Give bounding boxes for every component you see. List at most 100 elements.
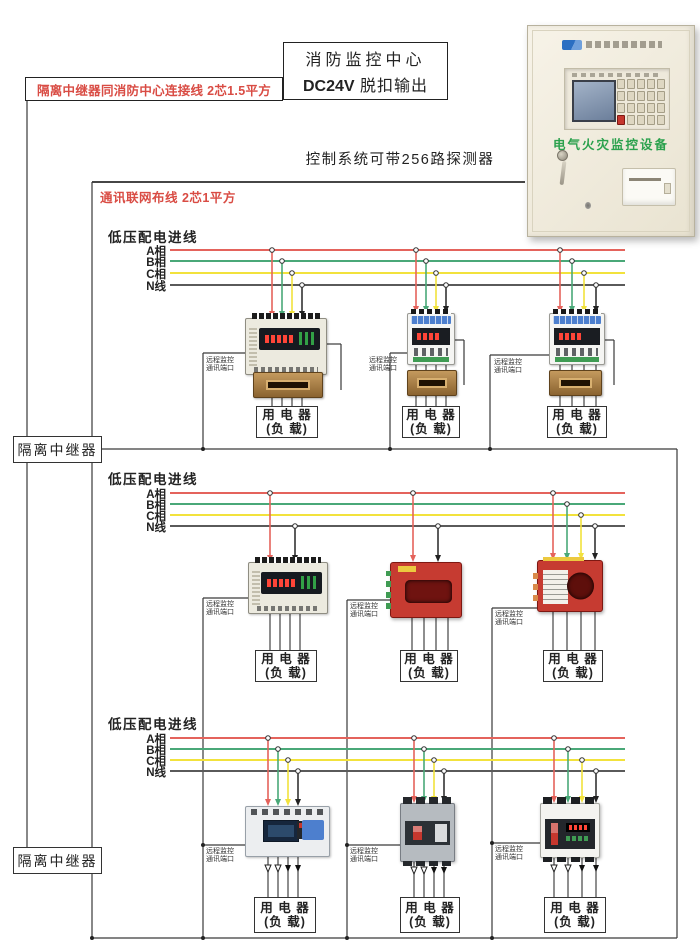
bottom-terminals	[256, 606, 320, 611]
load-box: 用 电 器(负 载)	[400, 897, 460, 933]
device-display	[261, 572, 322, 594]
bus3-phase-b: B相	[146, 745, 166, 757]
network-note: 通讯联网布线 2芯1平方	[100, 191, 236, 205]
terminal-strip	[255, 557, 321, 563]
comm-port-label: 远程监控通讯端口	[350, 603, 378, 618]
comm-port-label: 远程监控通讯端口	[206, 601, 234, 616]
trip-output-label: 脱扣输出	[360, 78, 429, 95]
load-box: 用 电 器(负 载)	[400, 650, 458, 682]
load-box: 用 电 器(负 载)	[254, 897, 316, 933]
ct-terminals	[533, 571, 538, 601]
isolation-repeater-2: 隔离中继器	[13, 847, 102, 874]
bus1-phase-a: A相	[146, 246, 166, 258]
bus3-phase-a: A相	[146, 734, 166, 746]
comm-port-label: 远程监控通讯端口	[206, 357, 234, 372]
keypad	[617, 79, 665, 125]
power-monitor-device	[245, 313, 327, 375]
bus3-header: 低压配电进线	[108, 717, 198, 732]
breaker-buttons	[566, 836, 590, 841]
terminal-strip	[410, 309, 452, 314]
smart-breaker-device	[540, 797, 600, 862]
fire-center-title: 消防监控中心	[305, 52, 426, 69]
ct-slot	[266, 379, 310, 391]
device-buttons	[414, 348, 448, 356]
ct-hole	[567, 572, 594, 600]
label-strip	[553, 316, 601, 324]
bus3-phase-n: N线	[146, 767, 166, 779]
display-leds	[299, 332, 316, 345]
label-strip-green	[555, 357, 599, 362]
bus3-phase-c: C相	[146, 756, 166, 768]
monitoring-cabinet: 电气火灾监控设备	[527, 25, 695, 237]
indicator-led-row	[572, 73, 662, 77]
ct-window	[405, 580, 452, 603]
display-leds	[300, 576, 317, 589]
comm-port-label: 远程监控通讯端口	[495, 846, 523, 861]
capacity-note: 控制系统可带256路探测器	[305, 152, 495, 168]
load-box: 用 电 器(负 载)	[256, 406, 318, 438]
ct-slot	[559, 377, 592, 389]
comm-port-label: 远程监控通讯端口	[494, 359, 522, 374]
fire-center-output: DC24V 脱扣输出	[303, 72, 428, 96]
door-lock-icon	[557, 150, 568, 161]
breaker-poles	[403, 797, 452, 804]
current-transformer	[407, 370, 457, 396]
lcd-screen	[267, 825, 294, 837]
display-digits	[417, 333, 439, 340]
brand-logo-text	[586, 41, 662, 48]
bus1-phase-b: B相	[146, 257, 166, 269]
printer-slot	[629, 178, 661, 181]
display-digits	[264, 335, 293, 343]
comm-port-label: 远程监控通讯端口	[350, 848, 378, 863]
current-transformer	[549, 370, 602, 396]
vent-slots	[249, 327, 257, 366]
bottom-terminals	[254, 367, 318, 372]
terminal-strip	[553, 309, 601, 314]
reset-key	[617, 115, 625, 125]
device-buttons	[556, 348, 598, 356]
load-box: 用 电 器(负 载)	[547, 406, 607, 438]
cabinet-door	[532, 30, 690, 232]
bus1-phase-c: C相	[146, 269, 166, 281]
vent-slots	[252, 571, 260, 605]
load-box: 用 电 器(负 载)	[544, 897, 606, 933]
connection-note-text: 隔离中继器同消防中心连接线 2芯1.5平方	[36, 83, 272, 98]
device-label	[302, 820, 324, 840]
device-display	[258, 328, 321, 350]
label-strip-green	[413, 357, 449, 362]
bottom-terminals	[403, 861, 452, 866]
printer-button	[664, 183, 671, 194]
bus2-header: 低压配电进线	[108, 472, 198, 487]
load-box: 用 电 器(负 载)	[255, 650, 317, 682]
breaker-panel	[405, 821, 450, 845]
lcd-screen	[572, 80, 616, 122]
brand-logo-icon	[562, 39, 582, 50]
brand-logo	[562, 39, 662, 50]
breaker-label	[435, 824, 447, 842]
comm-port-label: 远程监控通讯端口	[206, 848, 234, 863]
breaker-handle	[551, 823, 558, 845]
current-transformer	[253, 372, 323, 398]
din-monitor-device	[549, 309, 605, 365]
display-digits	[267, 579, 296, 587]
terminal-strip	[252, 313, 320, 319]
breaker-panel	[545, 819, 595, 849]
control-area	[564, 68, 670, 130]
ct-label	[543, 557, 585, 561]
vent-hole	[585, 202, 591, 209]
bottom-terminals	[543, 857, 597, 862]
terminal-strip	[251, 809, 324, 815]
residual-current-transformer	[386, 562, 462, 618]
bus2-phase-b: B相	[146, 500, 166, 512]
device-display	[412, 328, 450, 345]
din-monitor-device	[407, 309, 455, 365]
molded-case-breaker	[400, 797, 455, 866]
printer	[622, 168, 676, 206]
ct-label	[398, 566, 416, 572]
reclosing-breaker-device	[245, 806, 330, 857]
power-monitor-device	[248, 557, 328, 614]
fire-center-box: 消防监控中心 DC24V 脱扣输出	[283, 42, 448, 100]
breaker-rocker	[413, 826, 422, 840]
